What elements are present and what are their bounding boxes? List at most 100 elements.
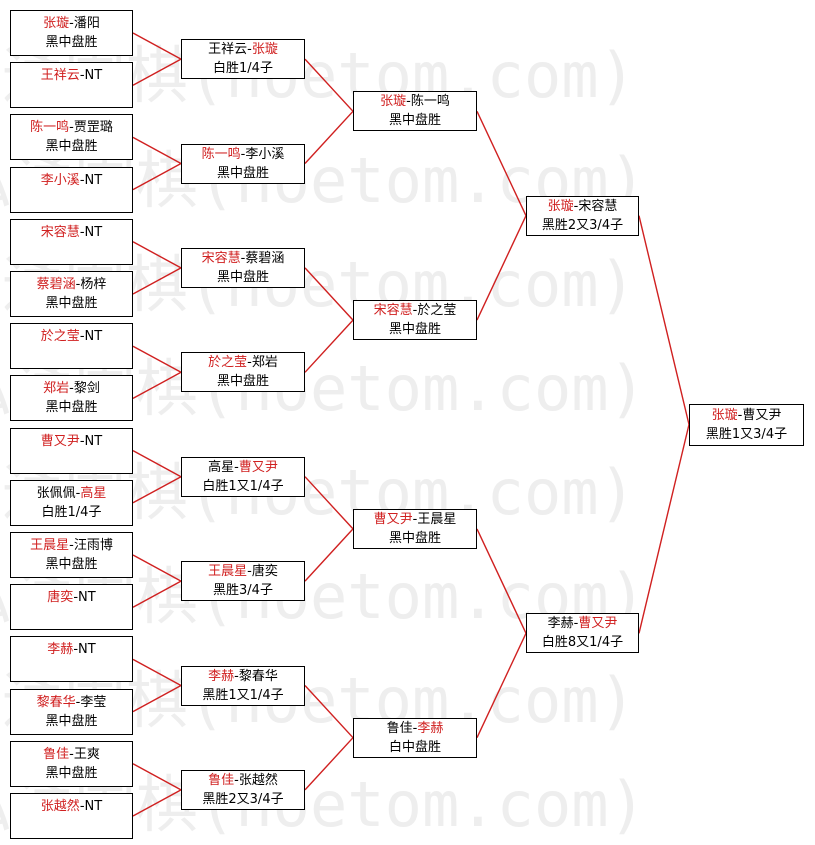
match-players: 张璇-陈一鸣 bbox=[380, 92, 450, 111]
winner-name: 宋容慧 bbox=[40, 224, 80, 240]
winner-name: 郑岩 bbox=[43, 381, 70, 397]
loser-name: 潘阳 bbox=[73, 16, 100, 31]
name-separator: - bbox=[69, 120, 74, 136]
match-players: 高星-曹又尹 bbox=[208, 458, 278, 477]
match-result: 黑胜1又1/4子 bbox=[202, 687, 284, 703]
winner-name: 高星 bbox=[80, 485, 107, 501]
match-players: 王祥云-NT bbox=[41, 66, 102, 85]
winner-name: 李赫 bbox=[47, 642, 74, 658]
match-box-r1m9: 曹又尹-NT bbox=[10, 427, 133, 474]
bracket-line bbox=[304, 319, 354, 373]
name-separator: - bbox=[234, 459, 239, 475]
bracket-line bbox=[638, 215, 690, 425]
name-separator: - bbox=[240, 250, 246, 266]
match-players: 王祥云-张璇 bbox=[208, 40, 278, 59]
name-separator: - bbox=[240, 146, 246, 162]
match-result: 黑中盘胜 bbox=[216, 269, 269, 285]
bracket-line bbox=[304, 58, 354, 112]
loser-name: 曹又尹 bbox=[742, 407, 782, 423]
match-box-r2m3: 宋容慧-蔡碧涵黑中盘胜 bbox=[181, 247, 305, 288]
match-box-r2m8: 鲁佳-张越然黑胜2又3/4子 bbox=[181, 769, 305, 810]
match-players: 李赫-曹又尹 bbox=[548, 614, 618, 633]
match-result: 黑中盘胜 bbox=[216, 374, 269, 390]
bracket-line bbox=[638, 424, 690, 634]
match-players: 宋容慧-蔡碧涵 bbox=[202, 249, 285, 268]
name-separator: - bbox=[737, 407, 743, 423]
winner-name: 张璇 bbox=[251, 42, 278, 58]
match-box-r1m3: 陈一鸣-贾罡璐黑中盘胜 bbox=[10, 114, 133, 161]
match-box-r5m1: 张璇-曹又尹黑胜1又3/4子 bbox=[689, 403, 804, 446]
match-players: 曹又尹-王晨星 bbox=[374, 510, 457, 529]
match-result: 黑中盘胜 bbox=[388, 530, 441, 546]
bracket-line bbox=[132, 789, 182, 817]
match-players: 唐奕-NT bbox=[47, 588, 95, 607]
bracket-line bbox=[304, 267, 354, 321]
match-players: 鲁佳-王爽 bbox=[43, 745, 100, 764]
match-box-r1m2: 王祥云-NT bbox=[10, 62, 133, 109]
match-result: 黑中盘胜 bbox=[45, 35, 98, 50]
loser-name: NT bbox=[78, 642, 96, 658]
bracket-line bbox=[476, 215, 527, 321]
match-result: 黑中盘胜 bbox=[388, 113, 441, 129]
match-box-r1m1: 张璇-潘阳黑中盘胜 bbox=[10, 10, 133, 56]
winner-name: 曹又尹 bbox=[373, 511, 413, 527]
match-result: 黑胜1又3/4子 bbox=[705, 426, 788, 442]
match-players: 陈一鸣-贾罡璐 bbox=[30, 118, 113, 137]
loser-name: NT bbox=[84, 68, 103, 84]
match-players: 於之莹-郑岩 bbox=[208, 353, 278, 372]
match-box-r2m7: 李赫-黎春华黑胜1又1/4子 bbox=[181, 665, 305, 706]
bracket-line bbox=[132, 267, 182, 295]
bracket-line bbox=[132, 658, 182, 687]
winner-name: 张越然 bbox=[40, 799, 80, 814]
winner-name: 李赫 bbox=[208, 668, 235, 684]
match-box-r2m5: 高星-曹又尹白胜1又1/4子 bbox=[181, 456, 305, 497]
match-box-r1m11: 王晨星-汪雨博黑中盘胜 bbox=[10, 532, 133, 578]
loser-name: 於之莹 bbox=[417, 303, 457, 319]
match-players: 张璇-曹又尹 bbox=[712, 406, 782, 425]
name-separator: - bbox=[573, 616, 579, 632]
match-players: 蔡碧涵-杨梓 bbox=[37, 275, 107, 294]
name-separator: - bbox=[234, 772, 239, 788]
winner-name: 曹又尹 bbox=[238, 459, 278, 475]
match-result: 黑中盘胜 bbox=[45, 296, 98, 311]
match-result: 白胜8又1/4子 bbox=[541, 635, 624, 651]
winner-name: 宋容慧 bbox=[373, 303, 413, 319]
loser-name: 郑岩 bbox=[251, 355, 278, 371]
bracket-line bbox=[132, 32, 182, 60]
bracket-line bbox=[132, 136, 182, 165]
match-box-r3m4: 鲁佳-李赫白中盘胜 bbox=[353, 717, 477, 758]
name-separator: - bbox=[79, 329, 85, 345]
bracket-line bbox=[476, 111, 527, 216]
bracket-line bbox=[132, 162, 182, 191]
match-players: 张佩佩-高星 bbox=[37, 484, 107, 503]
winner-name: 宋容慧 bbox=[201, 250, 241, 266]
bracket-line bbox=[476, 528, 527, 634]
loser-name: 鲁佳 bbox=[386, 720, 413, 736]
match-box-r4m2: 李赫-曹又尹白胜8又1/4子 bbox=[526, 613, 639, 654]
winner-name: 陈一鸣 bbox=[30, 120, 70, 136]
winner-name: 张璇 bbox=[547, 198, 574, 214]
name-separator: - bbox=[79, 224, 85, 240]
name-separator: - bbox=[73, 590, 79, 606]
winner-name: 唐奕 bbox=[47, 590, 74, 606]
name-separator: - bbox=[406, 94, 411, 110]
winner-name: 李赫 bbox=[417, 720, 444, 736]
bracket-line bbox=[132, 554, 182, 582]
winner-name: 李小溪 bbox=[40, 172, 80, 188]
winner-name: 王祥云 bbox=[40, 68, 80, 84]
match-players: 鲁佳-李赫 bbox=[387, 719, 444, 738]
bracket-line bbox=[132, 241, 182, 269]
name-separator: - bbox=[234, 668, 239, 684]
loser-name: NT bbox=[84, 799, 103, 814]
match-box-r4m1: 张璇-宋容慧黑胜2又3/4子 bbox=[526, 195, 639, 236]
name-separator: - bbox=[412, 720, 418, 736]
loser-name: 杨梓 bbox=[80, 277, 107, 292]
match-box-r1m6: 蔡碧涵-杨梓黑中盘胜 bbox=[10, 271, 133, 317]
loser-name: 高星 bbox=[208, 459, 235, 475]
match-result: 黑胜2又3/4子 bbox=[202, 791, 284, 807]
bracket-line bbox=[132, 684, 182, 713]
loser-name: NT bbox=[84, 329, 103, 345]
winner-name: 张璇 bbox=[380, 94, 407, 110]
match-players: 於之莹-NT bbox=[41, 327, 102, 346]
match-box-r1m8: 郑岩-黎剑黑中盘胜 bbox=[10, 375, 133, 422]
